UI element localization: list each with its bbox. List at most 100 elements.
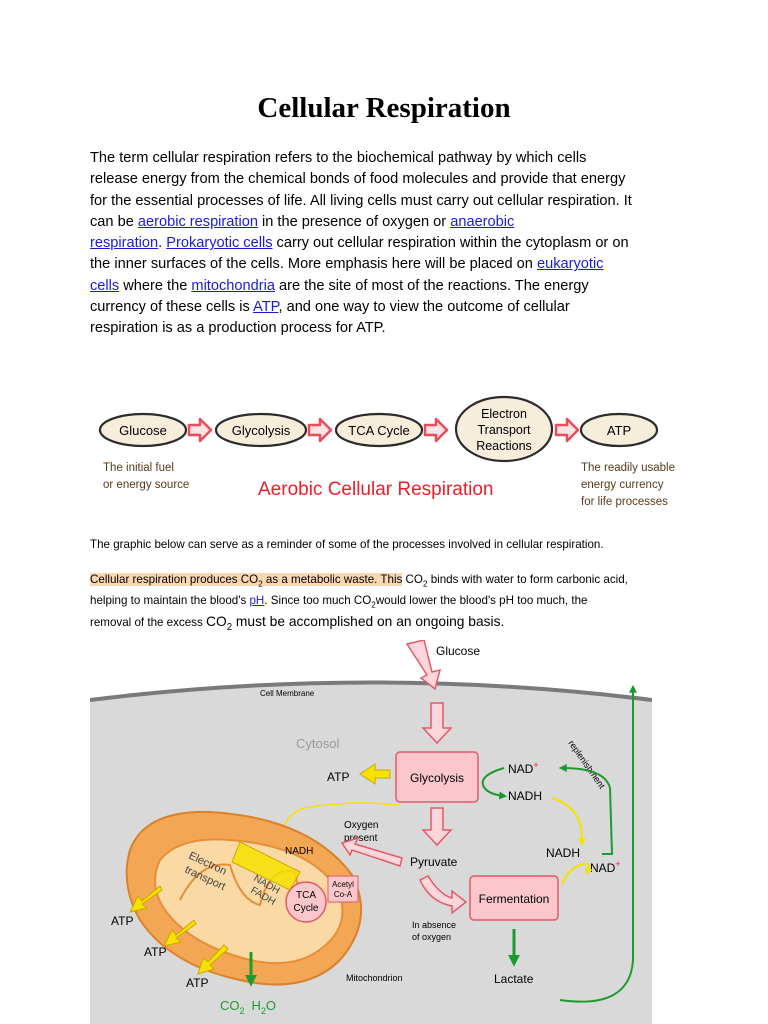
flow-label: Electron: [481, 407, 527, 421]
note-text: must be accomplished on an ongoing basis…: [232, 614, 505, 629]
nadh-label: NADH: [285, 846, 313, 857]
flow-label: Reactions: [476, 439, 532, 453]
flow-node-electron-transport: Electron Transport Reactions: [454, 395, 554, 463]
flow-note-fuel: or energy source: [103, 479, 189, 491]
link-mitochondria[interactable]: mitochondria: [191, 277, 275, 294]
link-ph[interactable]: pH: [249, 594, 265, 607]
mitochondrion: [125, 810, 363, 986]
link-atp[interactable]: ATP: [253, 299, 279, 316]
flow-note-currency: The readily usable: [581, 462, 675, 474]
oxygen-present-label: Oxygen: [344, 820, 378, 831]
atp-arrow-icon: [359, 763, 391, 785]
link-prokaryotic-cells[interactable]: Prokaryotic cells: [166, 235, 273, 252]
atp-label: ATP: [111, 914, 133, 928]
down-arrow-icon: [421, 702, 453, 745]
h2o-text: O: [266, 998, 276, 1013]
intro-text: where the: [119, 277, 192, 294]
co2-note-line: Cellular respiration produces CO2 as a m…: [90, 572, 628, 588]
link-anaerobic-respiration-cont[interactable]: respiration: [90, 235, 159, 252]
cellular-respiration-diagram: Cell Membrane Cytosol Glucose Glycolysis…: [90, 640, 652, 1024]
note-text: . Since too much CO: [264, 594, 372, 607]
tca-cycle-circle: [285, 881, 327, 923]
absence-label: of oxygen: [412, 932, 451, 942]
intro-line: respiration is as a production process f…: [90, 320, 386, 337]
flow-label: Glycolysis: [232, 423, 291, 438]
subscript: 2: [258, 579, 263, 589]
link-eukaryotic-cells-cont[interactable]: cells: [90, 277, 120, 294]
intro-paragraph: The term cellular respiration refers to …: [90, 148, 680, 340]
intro-line: cells where the mitochondria are the sit…: [90, 276, 680, 297]
flow-node-glucose: Glucose: [98, 412, 188, 448]
down-arrow-icon: [421, 807, 453, 847]
flow-arrow-icon: [423, 417, 449, 443]
nadh-label: NADH: [546, 846, 580, 860]
glycolysis-label: Glycolysis: [410, 771, 464, 785]
flow-note-currency: energy currency: [581, 479, 664, 491]
h2o-text: H: [252, 998, 261, 1013]
intro-text: currency of these cells is: [90, 299, 254, 316]
intro-line: The term cellular respiration refers to …: [90, 150, 587, 166]
atp-label: ATP: [144, 945, 166, 959]
nadh-label: NADH: [508, 789, 542, 803]
co2-note-line: helping to maintain the blood's pH. Sinc…: [90, 593, 587, 609]
intro-line: can be aerobic respiration in the presen…: [90, 212, 680, 233]
note-text: helping to maintain the blood's: [90, 594, 250, 607]
oxygen-present-label: present: [344, 833, 378, 844]
flow-arrow-icon: [187, 417, 213, 443]
atp-label: ATP: [186, 976, 208, 990]
export-arrow: [559, 684, 637, 1003]
cell-membrane-label: Cell Membrane: [260, 689, 315, 698]
flow-arrow-icon: [554, 417, 580, 443]
intro-line: release energy from the chemical bonds o…: [90, 171, 626, 188]
flow-arrow-icon: [307, 417, 333, 443]
glycolysis-box: [395, 751, 479, 803]
flow-node-tca: TCA Cycle: [334, 412, 424, 448]
flow-caption: Aerobic Cellular Respiration: [258, 479, 494, 500]
subscript: 2: [261, 1006, 266, 1016]
subscript: 2: [240, 1006, 245, 1016]
link-anaerobic-respiration[interactable]: anaerobic: [450, 213, 515, 230]
note-text: removal of the excess: [90, 616, 206, 629]
oxygen-arrow-icon: [340, 836, 403, 867]
pyruvate-label: Pyruvate: [410, 855, 458, 869]
intro-text: , and one way to view the outcome of cel…: [278, 299, 570, 316]
link-eukaryotic-cells[interactable]: eukaryotic: [536, 256, 604, 273]
note-text: binds with water to form carbonic acid,: [427, 573, 628, 586]
mitochondrion-label: Mitochondrion: [346, 973, 403, 983]
intro-text: .: [158, 235, 167, 252]
intro-text: carry out cellular respiration within th…: [272, 235, 629, 252]
acetyl-coa-box: [327, 875, 359, 903]
absence-label: In absence: [412, 920, 456, 930]
to-fermentation-arrow-icon: [419, 875, 468, 915]
flow-label: TCA Cycle: [348, 423, 409, 438]
glucose-arrow-icon: [405, 640, 442, 691]
cytosol-label: Cytosol: [296, 736, 339, 751]
flow-note-fuel: The initial fuel: [103, 462, 174, 474]
note-text: CO: [206, 614, 227, 629]
subscript: 2: [422, 579, 428, 589]
flow-node-atp: ATP: [579, 412, 659, 448]
note-text: Cellular respiration produces CO: [90, 573, 259, 586]
acetyl-label: Acetyl: [332, 880, 354, 889]
replenishment-arrow: [558, 764, 614, 855]
intro-line: currency of these cells is ATP, and one …: [90, 297, 680, 318]
intro-line: respiration. Prokaryotic cells carry out…: [90, 233, 680, 254]
cell-membrane: [90, 680, 652, 702]
tca-label: TCA: [296, 890, 316, 901]
intro-text: can be: [90, 213, 138, 230]
highlighted-text: Cellular respiration produces CO2 as a m…: [90, 573, 403, 589]
atp-arrow-icon: [163, 919, 197, 947]
nad-text: NAD: [590, 861, 616, 875]
subscript: 2: [226, 621, 233, 633]
flow-note-currency: for life processes: [581, 496, 668, 508]
intro-text: the inner surfaces of the cells. More em…: [90, 256, 537, 273]
intro-text: in the presence of oxygen or: [257, 213, 451, 230]
intro-line: the inner surfaces of the cells. More em…: [90, 254, 680, 275]
nad-plus-label: NAD+: [508, 760, 539, 776]
subscript: 2: [371, 600, 376, 610]
link-aerobic-respiration[interactable]: aerobic respiration: [137, 213, 258, 230]
plus-sign: +: [533, 760, 538, 770]
plus-sign: +: [615, 859, 620, 869]
intro-text: are the site of most of the reactions. T…: [274, 277, 589, 294]
